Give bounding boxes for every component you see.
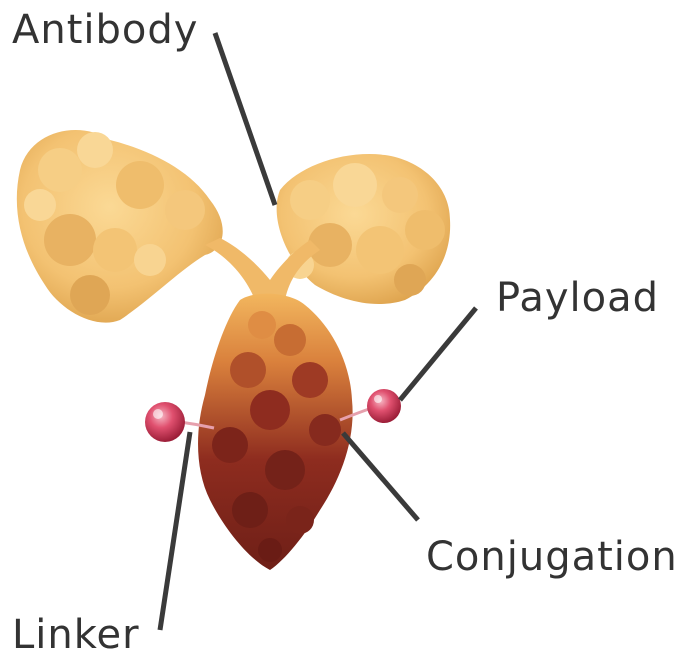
conjugation-leader <box>343 433 418 520</box>
payload-leader <box>400 308 476 400</box>
fc-stem <box>198 294 353 570</box>
conjugation-label: Conjugation <box>426 537 678 577</box>
left-fab-arm <box>17 130 223 323</box>
payload-left <box>145 402 185 442</box>
payload-label: Payload <box>496 278 659 318</box>
linker-leader <box>160 432 190 630</box>
right-fab-arm <box>277 154 451 304</box>
payload-right <box>367 389 401 423</box>
antibody-label: Antibody <box>12 10 198 50</box>
linker-label: Linker <box>12 615 140 655</box>
antibody-leader <box>215 33 275 205</box>
